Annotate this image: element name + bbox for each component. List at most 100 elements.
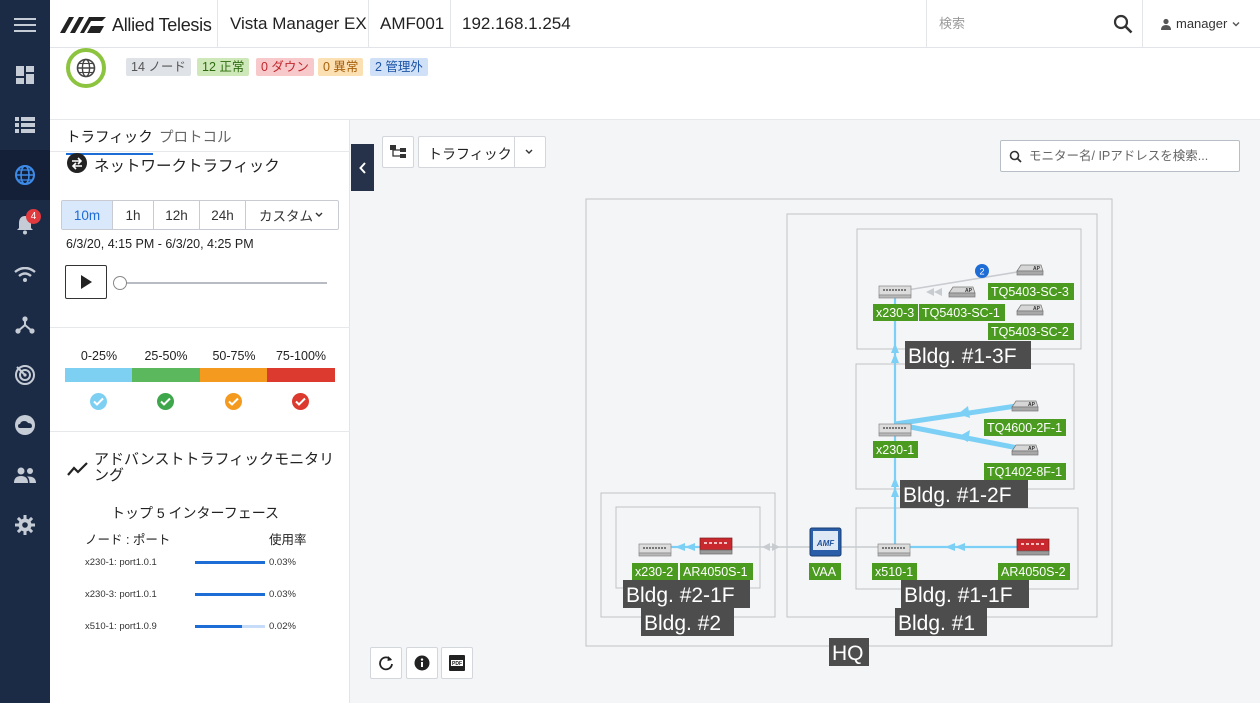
search-icon[interactable] — [1113, 14, 1133, 34]
router-ar4050s-1[interactable] — [699, 537, 733, 555]
ap-tq4600-2f-1[interactable] — [1011, 400, 1039, 412]
range-1h[interactable]: 1h — [113, 201, 154, 229]
range-custom[interactable]: カスタム — [246, 201, 338, 229]
range-12h[interactable]: 12h — [154, 201, 200, 229]
area-status-ring[interactable] — [66, 48, 106, 88]
wifi-icon[interactable] — [0, 250, 50, 300]
dashboard-icon[interactable] — [0, 50, 50, 100]
network-traffic-title: ネットワークトラフィック — [94, 158, 280, 175]
brand-logo[interactable]: Allied Telesis — [60, 14, 212, 36]
label-tq5403-sc-2[interactable]: TQ5403-SC-2 — [991, 325, 1069, 339]
swap-arrows-icon — [67, 153, 87, 173]
label-x230-1[interactable]: x230-1 — [876, 443, 914, 457]
menu-icon[interactable] — [0, 0, 50, 50]
play-button[interactable] — [65, 265, 107, 299]
label-tq5403-sc-1[interactable]: TQ5403-SC-1 — [922, 306, 1000, 320]
check-icon — [292, 393, 309, 410]
view-mode-select[interactable]: トラフィック — [418, 136, 546, 168]
chip-unmanaged[interactable]: 2 管理外 — [370, 58, 428, 76]
tab-protocol[interactable]: プロトコル — [159, 130, 232, 146]
legend-label-0: 0-25% — [80, 349, 118, 363]
product-name: Vista Manager EX — [230, 14, 367, 33]
link-x230-3-aps[interactable] — [894, 269, 1031, 293]
area-label-hq[interactable]: HQ — [832, 642, 864, 665]
ap-tq1402-8f-1[interactable] — [1011, 444, 1039, 456]
gear-icon[interactable] — [0, 500, 50, 550]
trend-line-icon — [67, 462, 88, 476]
area-label-bldg1-1f[interactable]: Bldg. #1-1F — [904, 584, 1013, 607]
ap-cluster-badge[interactable] — [975, 264, 989, 278]
top5-row-label: x230-3: port1.0.1 — [85, 589, 157, 600]
check-icon — [225, 393, 242, 410]
legend-label-2: 50-75% — [212, 349, 256, 363]
brand-name: Allied Telesis — [112, 14, 212, 35]
legend-bar-0 — [65, 368, 133, 382]
label-tq5403-sc-3[interactable]: TQ5403-SC-3 — [991, 285, 1069, 299]
global-search-input[interactable] — [937, 12, 1097, 34]
chip-normal[interactable]: 12 正常 — [197, 58, 250, 76]
range-10m[interactable]: 10m — [62, 201, 113, 229]
playback-slider-knob[interactable] — [113, 276, 127, 290]
top5-row-bar — [195, 625, 265, 628]
check-icon — [90, 393, 107, 410]
label-x230-2[interactable]: x230-2 — [635, 565, 673, 579]
col-usage: 使用率 — [269, 533, 307, 547]
label-x510-1[interactable]: x510-1 — [875, 565, 913, 579]
switch-x230-1[interactable] — [878, 423, 912, 437]
summary-bar: 14 ノード 12 正常 0 ダウン 0 異常 2 管理外 — [50, 48, 1260, 120]
chip-nodes[interactable]: 14 ノード — [126, 58, 191, 76]
switch-x230-3[interactable] — [878, 285, 912, 299]
collapse-panel-button[interactable] — [351, 144, 374, 191]
switch-x510-1[interactable] — [877, 543, 911, 557]
top-header: Allied Telesis Vista Manager EX AMF001 1… — [50, 0, 1260, 48]
cloud-icon[interactable] — [0, 400, 50, 450]
network-map-icon[interactable] — [0, 150, 50, 200]
area-label-bldg2-1f[interactable]: Bldg. #2-1F — [626, 584, 735, 607]
tab-traffic[interactable]: トラフィック — [66, 126, 153, 155]
topology-icon[interactable] — [0, 300, 50, 350]
switch-x230-2[interactable] — [638, 543, 672, 557]
area-label-bldg2[interactable]: Bldg. #2 — [644, 612, 721, 635]
label-ar4050s-2[interactable]: AR4050S-2 — [1001, 565, 1066, 579]
label-tq4600-2f-1[interactable]: TQ4600-2F-1 — [987, 421, 1062, 435]
traffic-panel: トラフィック プロトコル ネットワークトラフィック 10m 1h 12h 24h… — [50, 120, 350, 703]
layout-button[interactable] — [382, 136, 414, 168]
map-search-input[interactable] — [1027, 147, 1232, 165]
info-icon — [414, 655, 430, 671]
link-x230-1-tq4600[interactable] — [894, 402, 1024, 427]
label-x230-3[interactable]: x230-3 — [876, 306, 914, 320]
label-vaa[interactable]: VAA — [812, 565, 837, 579]
legend-bar-1 — [132, 368, 200, 382]
top5-row-label: x230-1: port1.0.1 — [85, 557, 157, 568]
chip-abnormal[interactable]: 0 異常 — [318, 58, 364, 76]
radar-icon[interactable] — [0, 350, 50, 400]
top5-row-bar — [195, 561, 265, 564]
hierarchy-icon — [390, 145, 406, 158]
ap-tq5403-sc-2[interactable] — [1016, 304, 1044, 316]
chevron-down-icon — [525, 149, 533, 154]
playback-slider[interactable] — [120, 282, 327, 284]
user-icon — [1161, 18, 1171, 30]
area-label-bldg1[interactable]: Bldg. #1 — [898, 612, 975, 635]
ap-tq5403-sc-3[interactable] — [1016, 264, 1044, 276]
refresh-button[interactable] — [370, 647, 402, 679]
amf-area-name[interactable]: AMF001 — [380, 14, 445, 33]
label-tq1402-8f-1[interactable]: TQ1402-8F-1 — [987, 465, 1062, 479]
user-menu[interactable]: manager — [1160, 16, 1241, 31]
pdf-export-button[interactable]: PDF — [441, 647, 473, 679]
router-ar4050s-2[interactable] — [1016, 538, 1050, 556]
info-button[interactable] — [406, 647, 438, 679]
vaa-icon[interactable]: AMF — [809, 527, 842, 557]
area-label-bldg1-3f[interactable]: Bldg. #1-3F — [908, 345, 1017, 368]
ap-tq5403-sc-1[interactable] — [948, 286, 976, 298]
top5-row-value: 0.02% — [269, 621, 296, 632]
chip-down[interactable]: 0 ダウン — [256, 58, 314, 76]
area-label-bldg1-2f[interactable]: Bldg. #1-2F — [903, 484, 1012, 507]
range-24h[interactable]: 24h — [200, 201, 246, 229]
svg-text:PDF: PDF — [452, 661, 462, 667]
label-ar4050s-1[interactable]: AR4050S-1 — [683, 565, 748, 579]
users-icon[interactable] — [0, 450, 50, 500]
top5-row-value: 0.03% — [269, 557, 296, 568]
list-icon[interactable] — [0, 100, 50, 150]
bell-icon[interactable]: 4 — [0, 200, 50, 250]
